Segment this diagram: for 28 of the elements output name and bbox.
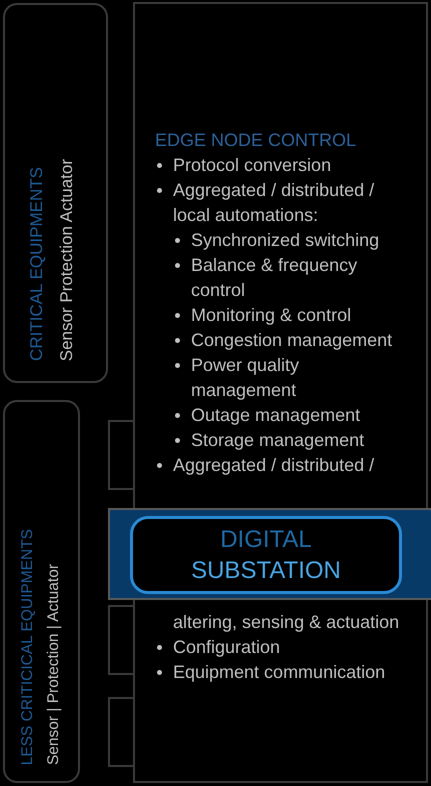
list-item-text: Power quality management bbox=[191, 354, 300, 402]
list-item-text: Outage management bbox=[191, 404, 362, 427]
group-heading: CRITICAL EQUIPMENTS bbox=[27, 167, 47, 361]
list-item-text: Aggregated / distributed / bbox=[173, 454, 376, 477]
group-panel bbox=[3, 3, 108, 383]
list-item-text: Storage management bbox=[191, 429, 366, 452]
list-item-text: Congestion management bbox=[191, 329, 394, 352]
side-tab bbox=[108, 605, 135, 675]
list-item-text: Synchronized switching bbox=[191, 229, 380, 252]
list-item-text: Configuration bbox=[173, 636, 282, 659]
side-tab bbox=[108, 697, 135, 767]
equipment-list: Sensor | Protection | Actuator bbox=[45, 564, 63, 765]
control-panel bbox=[133, 2, 428, 783]
list-item-text: Balance & frequency control bbox=[191, 254, 358, 302]
group-heading: LESS CRITICICAL EQUIPMENTS bbox=[19, 528, 37, 765]
list-item-text: altering, sensing & actuation bbox=[173, 611, 400, 634]
section-heading: EDGE NODE CONTROL bbox=[155, 129, 358, 152]
list-item-text: Equipment communication bbox=[173, 661, 386, 684]
highlight-band bbox=[108, 508, 431, 600]
equipment-list: Sensor Protection Actuator bbox=[57, 158, 77, 361]
list-item-text: Aggregated / distributed / local automations: bbox=[173, 179, 376, 227]
subtitle-text: SUBSTATION bbox=[190, 557, 342, 585]
title-box bbox=[130, 516, 402, 594]
side-tab bbox=[108, 420, 135, 490]
list-item-text: Protocol conversion bbox=[173, 154, 332, 177]
list-item-text: Monitoring & control bbox=[191, 304, 352, 327]
group-panel bbox=[3, 400, 80, 783]
title-text: DIGITAL bbox=[219, 526, 313, 554]
